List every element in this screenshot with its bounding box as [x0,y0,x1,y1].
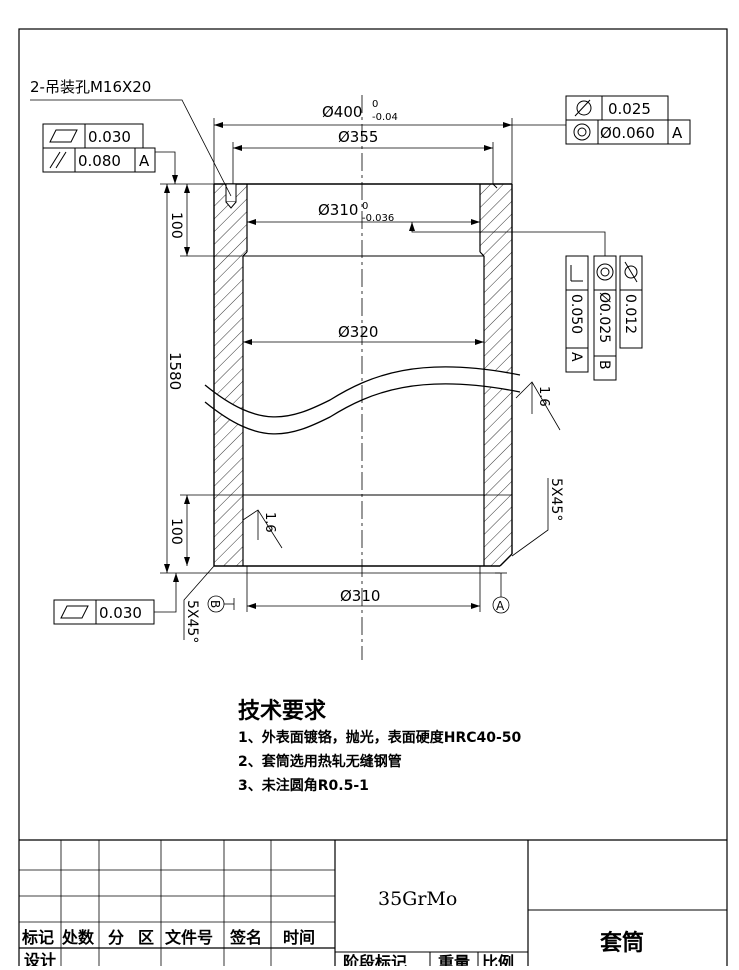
dim-bottom-100: 100 [168,518,184,545]
roughness-inner: 1.6 [242,509,283,549]
sheet-border [18,28,728,970]
svg-text:1.6: 1.6 [536,386,551,407]
svg-text:B: B [596,360,612,370]
stage-mark: 阶段标记 [343,953,407,966]
tolerance-frame-top-left: 0.030 0.080 A [42,123,178,184]
dim-310-bottom: Ø310 [340,587,380,605]
title-block [19,839,727,966]
datum-a [492,572,510,614]
header-time: 时间 [283,928,315,947]
dim-height: 1580 [166,352,184,390]
notes-line-2: 2、套筒选用热轧无缝钢管 [238,753,402,770]
design-label: 设计 [24,951,56,966]
dim-bore-lower: -0.036 [362,213,394,224]
notes-line-3: 3、未注圆角R0.5-1 [238,777,369,794]
svg-text:0.080: 0.080 [78,152,121,170]
datum-b-label: B [208,600,222,608]
svg-text:1.6: 1.6 [262,512,277,533]
tolerance-frame-top-right: 0.025 Ø0.060 A [512,95,691,145]
datum-b [207,595,235,613]
svg-text:0.012: 0.012 [622,294,638,334]
header-doc: 文件号 [165,928,213,947]
svg-text:A: A [139,152,150,170]
technical-notes: 技术要求 1、外表面镀铬，抛光，表面硬度HRC40-50 2、套筒选用热轧无缝钢… [238,699,522,794]
notes-line-1: 1、外表面镀铬，抛光，表面硬度HRC40-50 [238,729,522,746]
scale: 比例 [482,953,514,966]
svg-text:A: A [568,352,584,362]
tolerance-frame-bottom-left: 0.030 [53,573,179,625]
dim-bore: Ø310 [318,201,358,219]
svg-text:A: A [672,124,683,142]
part-name: 套筒 [600,930,644,956]
svg-text:0.050: 0.050 [568,294,584,334]
dim-od: Ø400 [322,103,362,121]
dim-top-100: 100 [168,212,184,239]
header-mark: 标记 [21,928,54,947]
chamfer-left: 5X45° [184,600,200,643]
header-zone-a: 分 [108,928,124,947]
chamfer-right: 5X45° [548,478,564,521]
svg-text:0.025: 0.025 [608,100,651,118]
dim-355: Ø355 [338,128,378,146]
datum-a-label: A [496,599,505,613]
tolerance-frame-right: 0.050 A Ø0.025 B 0.012 [409,222,643,381]
dim-bore-upper: 0 [362,201,368,212]
roughness-right: 1.6 [515,381,561,431]
dimension-texts: 2-吊装孔M16X20 Ø400 0 -0.04 Ø355 Ø310 0 -0.… [30,78,564,643]
notes-title: 技术要求 [238,699,326,724]
material: 35GrMo [378,888,457,910]
header-zone-b: 区 [138,928,154,947]
dim-od-upper: 0 [372,99,378,110]
lifting-holes-label: 2-吊装孔M16X20 [30,78,151,96]
title-block-text: 标记 处数 分 区 文件号 签名 时间 设计 35GrMo 套筒 阶段标记 重量… [21,888,644,970]
part-section [204,183,521,567]
svg-text:0.030: 0.030 [99,604,142,622]
svg-text:0.030: 0.030 [88,128,131,146]
dim-320: Ø320 [338,323,378,341]
dim-od-lower: -0.04 [372,112,398,123]
svg-text:Ø0.060: Ø0.060 [600,124,655,142]
header-count: 处数 [61,928,95,947]
header-sign: 签名 [229,928,262,947]
weight: 重量 [438,953,470,966]
dimensions [30,99,549,640]
svg-text:Ø0.025: Ø0.025 [596,292,612,343]
